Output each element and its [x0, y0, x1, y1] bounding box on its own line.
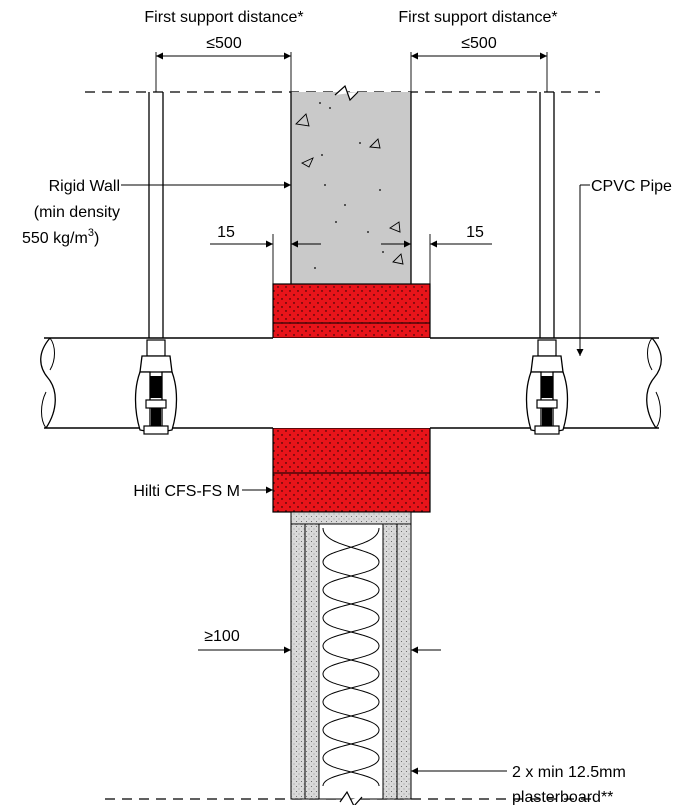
insulation-pattern — [322, 527, 380, 787]
dim-right-500-label: ≤500 — [461, 35, 497, 52]
hanger-rod-left — [148, 92, 164, 342]
first-support-left-label: First support distance* — [144, 9, 303, 26]
rigid-wall-density-value: 550 kg/m3) — [22, 227, 99, 247]
hanger-rod-right — [539, 92, 555, 342]
break-line-icon — [339, 790, 363, 805]
dimension-first-support-left — [155, 52, 292, 92]
hilti-product-label: Hilti CFS-FS M — [133, 483, 240, 500]
leader-cpvc-pipe — [576, 184, 590, 356]
density-superscript: 3 — [88, 227, 94, 239]
dim-15-left-label: 15 — [217, 224, 235, 241]
pipe-clamp-icon — [134, 339, 178, 435]
break-line-icon — [334, 84, 359, 102]
firestop-upper — [272, 283, 431, 339]
rigid-wall-label: Rigid Wall — [49, 178, 120, 195]
density-value: 550 kg/m — [22, 230, 88, 247]
rigid-wall-density-label: (min density — [34, 204, 120, 221]
cpvc-pipe-label: CPVC Pipe — [591, 178, 672, 195]
rigid-wall-fill — [291, 92, 411, 284]
dimension-first-support-right — [410, 52, 548, 92]
dim-100-label: ≥100 — [204, 628, 240, 645]
plasterboard-wall — [290, 511, 412, 805]
pipe-clamp-icon — [525, 339, 569, 435]
rigid-wall — [290, 84, 412, 284]
dim-left-500-label: ≤500 — [206, 35, 242, 52]
firestop-lower — [272, 427, 431, 513]
first-support-right-label: First support distance* — [398, 9, 557, 26]
dim-15-right-label: 15 — [466, 224, 484, 241]
dimension-15-left — [210, 234, 321, 284]
plasterboard-label-line2: plasterboard** — [512, 789, 613, 805]
density-close: ) — [94, 230, 99, 247]
cpvc-pipe — [40, 337, 662, 429]
plasterboard-label-line1: 2 x min 12.5mm — [512, 764, 626, 781]
dimension-15-right — [381, 234, 492, 284]
